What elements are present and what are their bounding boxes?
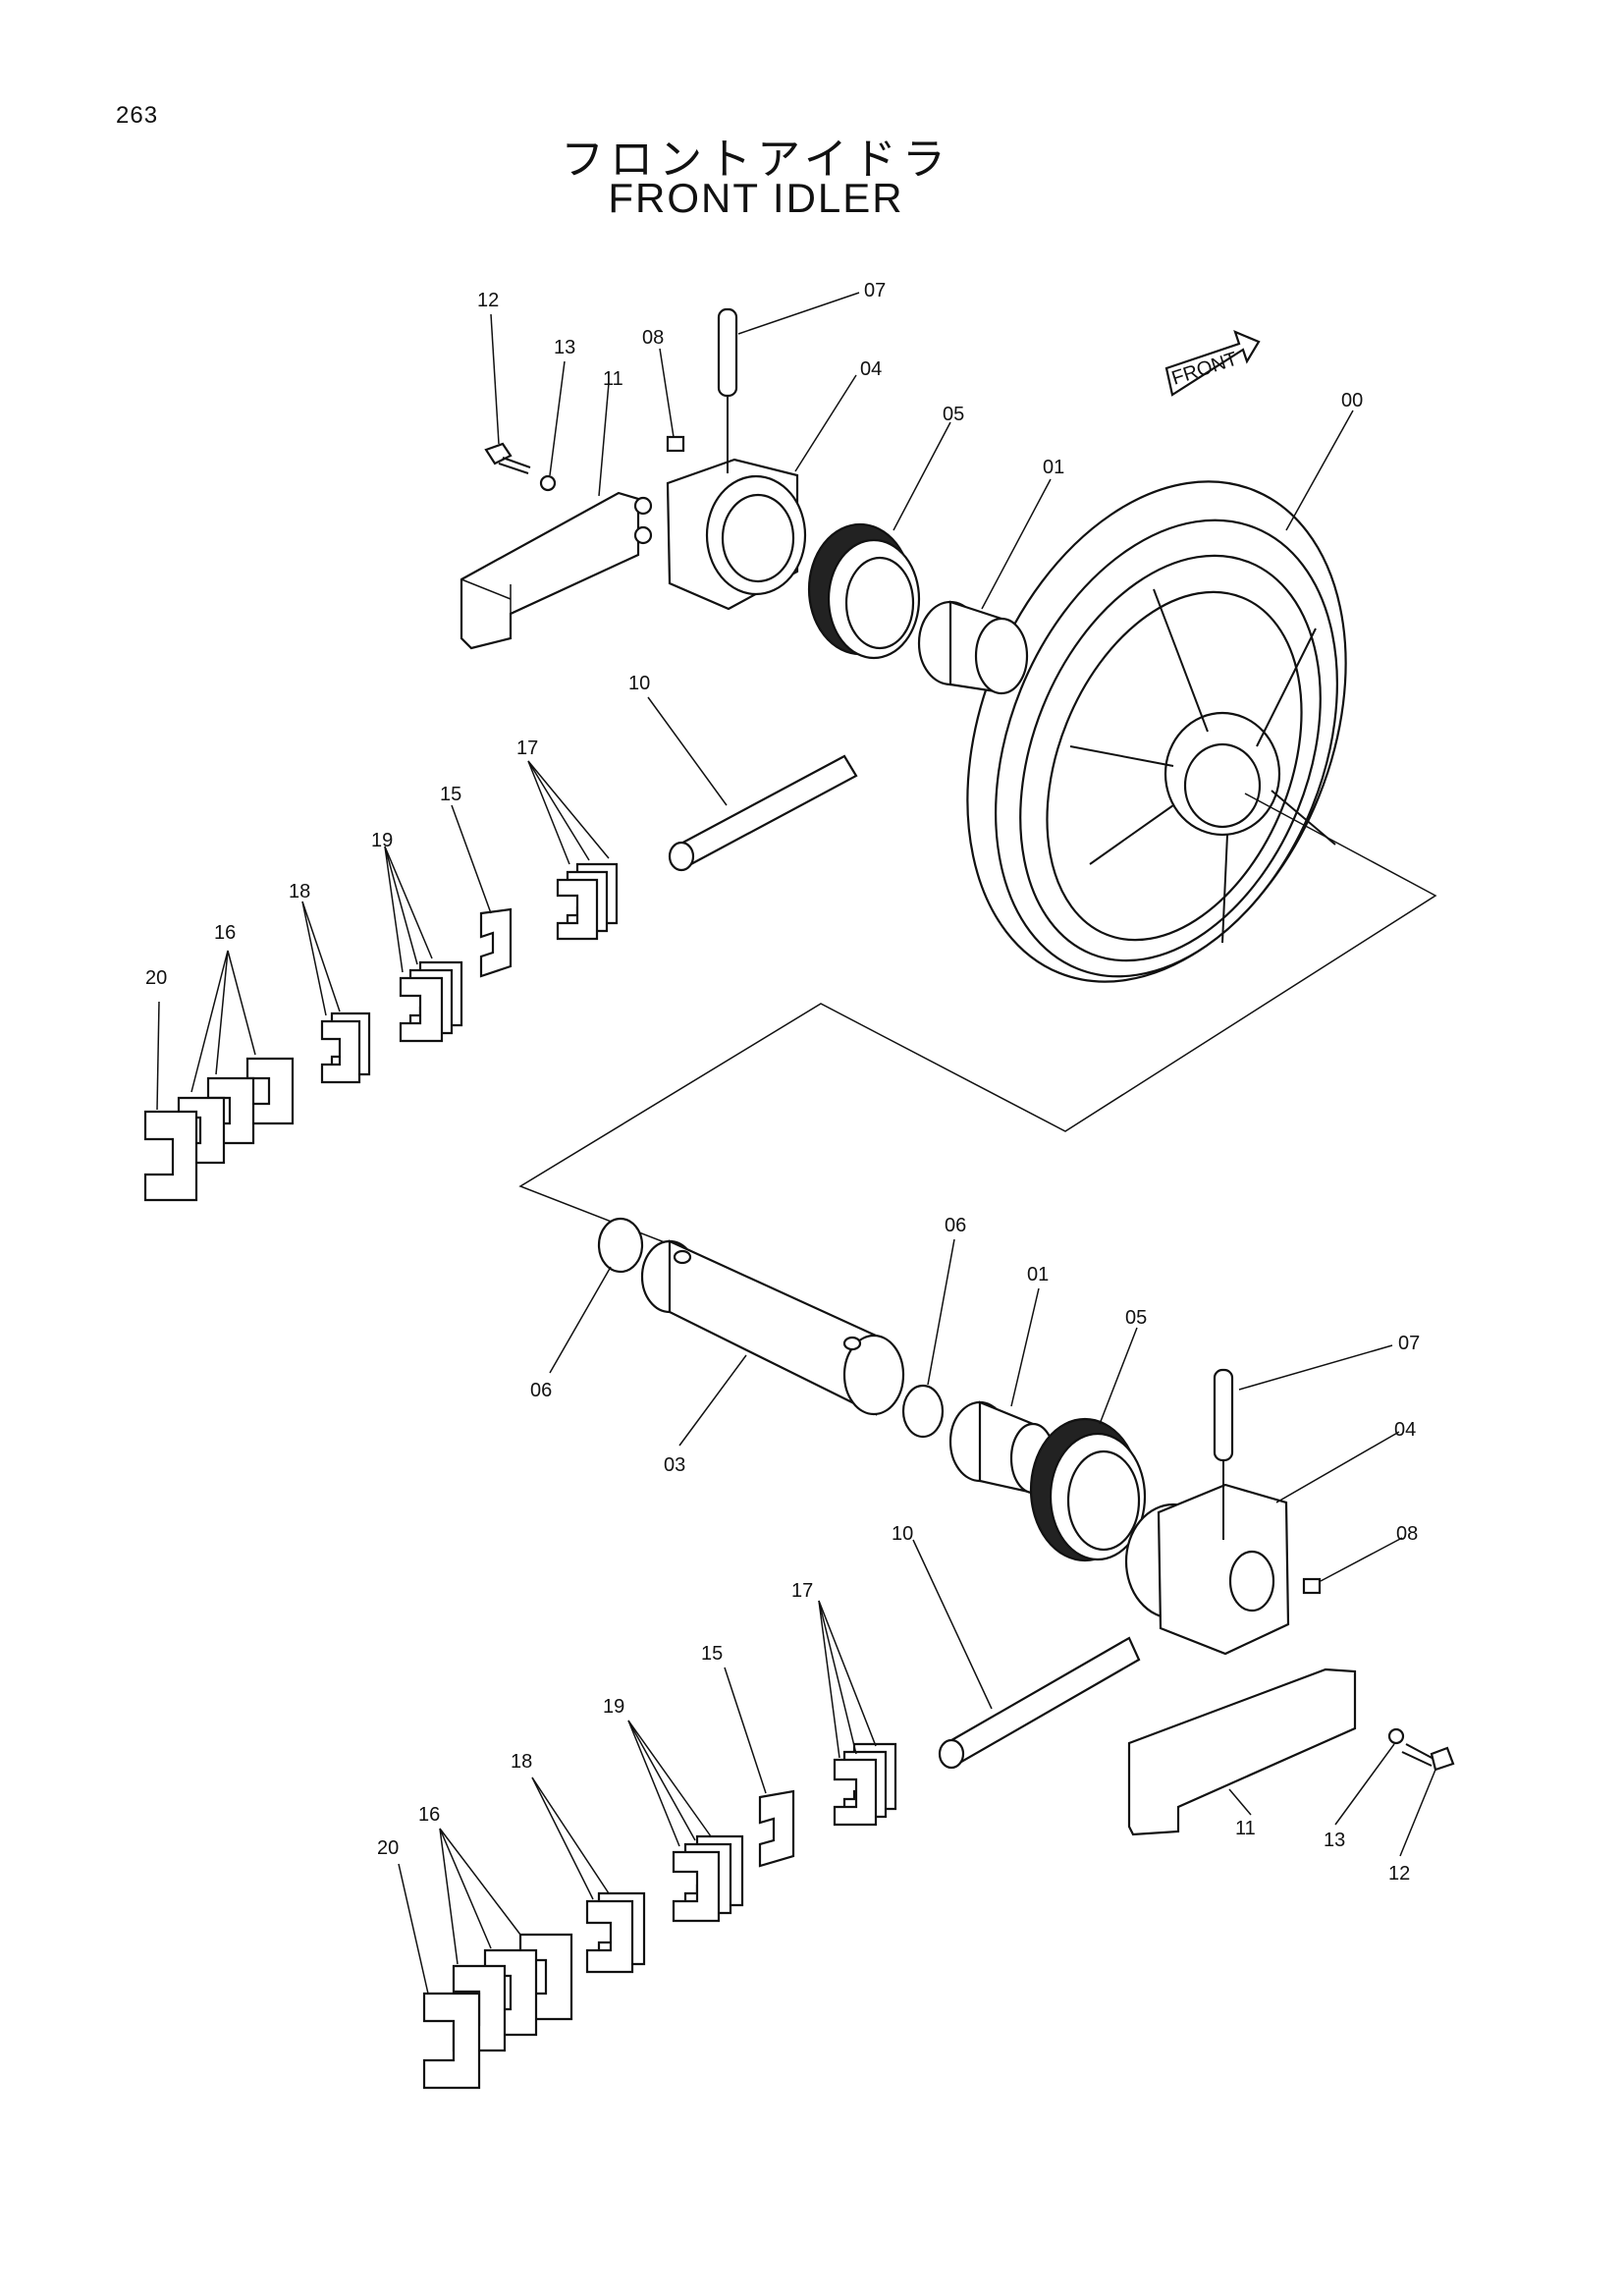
callouts-lower: 06 06 03 01 05 07 04 08 10 17 15 19 18 1… — [377, 1215, 1420, 1885]
pin-lower — [1213, 1368, 1234, 1540]
shim-20-upper — [143, 1110, 198, 1202]
plug-upper — [666, 435, 685, 453]
shim-stack-17-lower — [833, 1742, 897, 1827]
callout-15: 15 — [701, 1643, 723, 1665]
shim-stack-19-upper — [399, 960, 463, 1043]
callout-12: 12 — [1388, 1863, 1410, 1885]
callout-03: 03 — [664, 1454, 685, 1476]
bushing-upper — [917, 600, 1029, 695]
callout-01: 01 — [1043, 457, 1064, 478]
callouts-upper: 12 13 11 08 07 04 05 01 00 10 17 15 19 1… — [145, 280, 1363, 989]
leader-lines — [156, 292, 1436, 1995]
callout-17: 17 — [791, 1580, 813, 1602]
shaft-lower — [938, 1636, 1141, 1770]
bolt-upper — [484, 442, 531, 474]
callout-13: 13 — [554, 337, 575, 358]
callout-05: 05 — [1125, 1307, 1147, 1329]
bolt-lower — [1401, 1743, 1455, 1772]
housing-upper — [633, 458, 807, 611]
page-number: 263 — [116, 102, 159, 129]
callout-08: 08 — [642, 327, 664, 349]
callout-17: 17 — [516, 738, 538, 759]
seal-upper — [807, 522, 921, 660]
callout-01: 01 — [1027, 1264, 1049, 1285]
shim-stack-19-lower — [672, 1834, 744, 1923]
callout-18: 18 — [289, 881, 310, 902]
idler-wheel — [966, 480, 1347, 983]
shaft-upper — [668, 754, 858, 872]
callout-16: 16 — [418, 1804, 440, 1826]
o-ring-left — [597, 1217, 644, 1274]
callout-11: 11 — [1235, 1818, 1256, 1839]
callout-07: 07 — [1398, 1333, 1420, 1354]
callout-11: 11 — [603, 368, 623, 390]
housing-lower — [1124, 1483, 1290, 1656]
callout-19: 19 — [371, 830, 393, 851]
callout-10: 10 — [628, 673, 650, 694]
callout-00: 00 — [1341, 390, 1363, 411]
callout-10: 10 — [892, 1523, 913, 1545]
shim-stack-18-lower — [585, 1891, 646, 1974]
shim-stack-18-upper — [320, 1011, 371, 1084]
callout-20: 20 — [145, 967, 167, 989]
callout-06-left: 06 — [530, 1380, 552, 1401]
pin-upper — [717, 307, 738, 473]
callout-05: 05 — [943, 404, 964, 425]
reference-outline — [518, 793, 1437, 1252]
bushing-lower — [948, 1400, 1056, 1495]
callout-18: 18 — [511, 1751, 532, 1773]
axle-lower — [640, 1239, 905, 1416]
shim-20-lower — [422, 1992, 481, 2090]
washer-lower — [1387, 1727, 1405, 1745]
title-english: FRONT IDLER — [608, 175, 904, 221]
o-ring-right — [901, 1384, 945, 1439]
shim-stack-17-upper — [556, 862, 619, 941]
callout-13: 13 — [1324, 1830, 1345, 1851]
washer-upper — [539, 474, 557, 492]
callout-04: 04 — [860, 358, 882, 380]
bracket-lower — [1127, 1667, 1357, 1836]
callout-12: 12 — [477, 290, 499, 311]
bracket-upper — [460, 491, 640, 650]
callout-08: 08 — [1396, 1523, 1418, 1545]
callout-15: 15 — [440, 784, 461, 805]
callout-04: 04 — [1394, 1419, 1416, 1441]
callout-16: 16 — [214, 922, 236, 944]
seal-lower — [1029, 1417, 1147, 1562]
callout-06-right: 06 — [945, 1215, 966, 1236]
callout-07: 07 — [864, 280, 886, 301]
front-direction-arrow: FRONT — [1164, 330, 1261, 397]
shim-15-upper — [479, 907, 513, 978]
callout-20: 20 — [377, 1837, 399, 1859]
shim-15-lower — [758, 1789, 795, 1868]
plug-lower — [1302, 1577, 1322, 1595]
callout-19: 19 — [603, 1696, 624, 1718]
title-japanese: フロントアイドラ — [561, 135, 951, 185]
